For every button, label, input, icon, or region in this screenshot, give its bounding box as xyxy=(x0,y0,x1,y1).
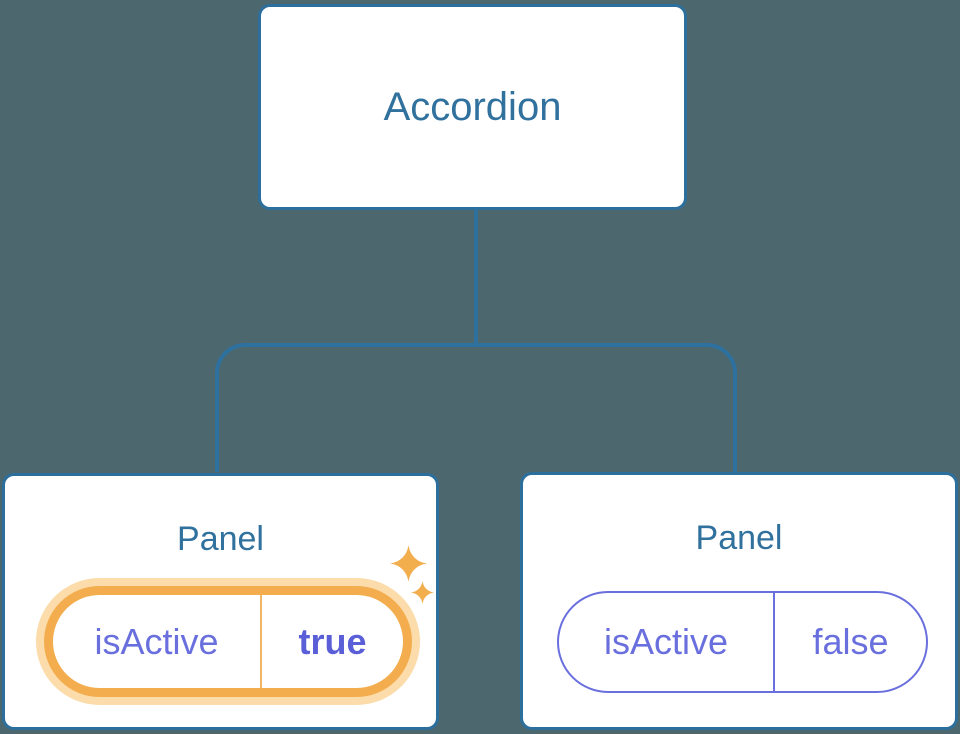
panel-node-inactive: Panel isActive false xyxy=(520,472,958,730)
connector-stem-line xyxy=(474,209,478,345)
state-pill-inactive: isActive false xyxy=(557,591,928,693)
pill-divider xyxy=(773,593,775,691)
panel-title: Panel xyxy=(177,520,264,558)
panel-node-active: Panel isActive true xyxy=(2,473,439,730)
state-name: isActive xyxy=(603,621,729,662)
sparkle-icon xyxy=(390,545,427,582)
connector-branch-lines xyxy=(215,343,737,472)
state-value: true xyxy=(298,620,367,662)
state-name: isActive xyxy=(94,620,219,662)
accordion-node: Accordion xyxy=(258,4,687,210)
state-pill-active: isActive true xyxy=(44,586,412,697)
panel-title: Panel xyxy=(695,519,783,557)
sparkle-icon xyxy=(411,581,434,604)
accordion-node-title: Accordion xyxy=(383,84,562,129)
pill-divider xyxy=(260,595,262,688)
state-value: false xyxy=(812,621,889,662)
